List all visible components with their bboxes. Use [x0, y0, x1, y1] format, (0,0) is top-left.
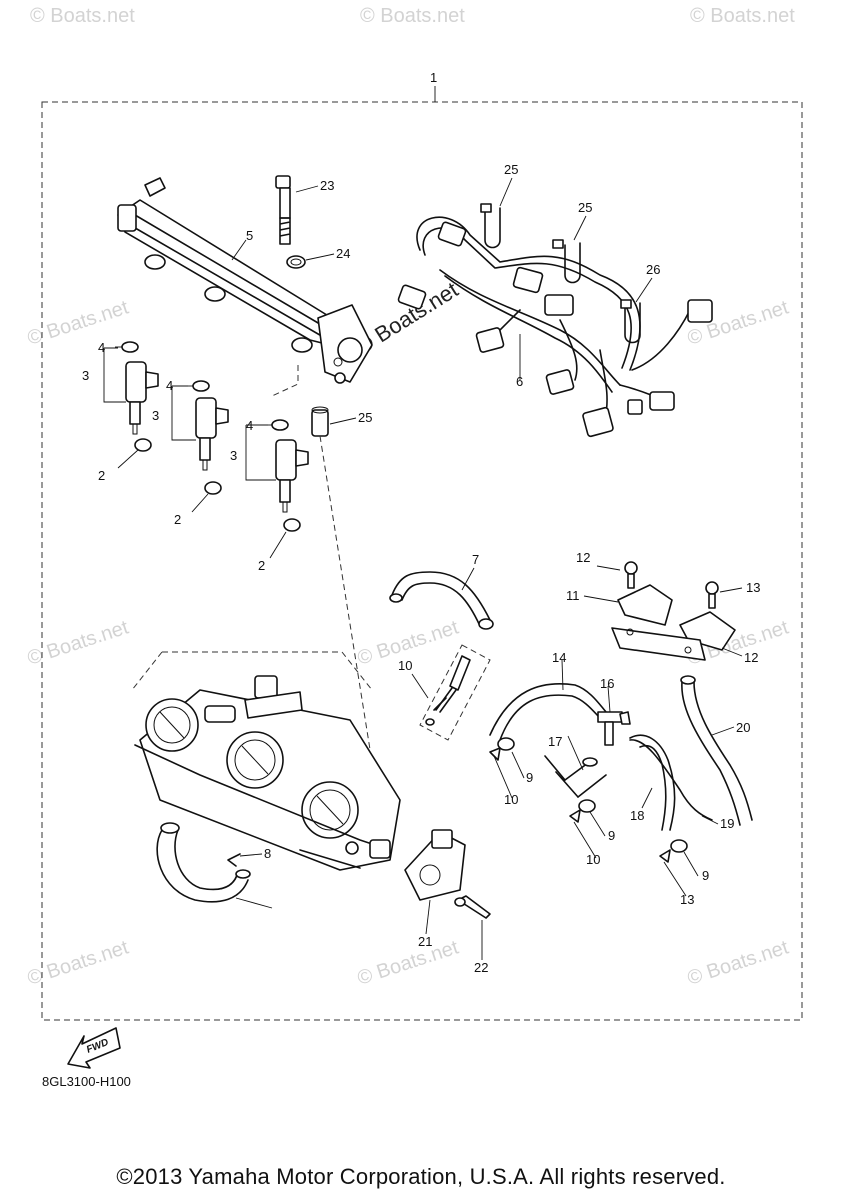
screw-19: [454, 895, 491, 919]
watermark: © Boats.net: [25, 616, 132, 669]
callout-11: 10: [398, 658, 412, 673]
callout-19: 22: [474, 960, 488, 975]
callout-4: 4: [98, 340, 105, 355]
callout-7: 7: [472, 552, 479, 567]
watermark: © Boats.net: [25, 296, 132, 349]
callout-5: 5: [246, 228, 253, 243]
callout-14: 23: [320, 178, 334, 193]
callout-21: 16: [600, 676, 614, 691]
clamps-25: [480, 203, 641, 344]
callout-10: 10: [504, 792, 518, 807]
hose-17: [680, 675, 753, 826]
callout-20: 14: [552, 650, 566, 665]
joint-21: [597, 711, 631, 746]
reference-lines: [131, 365, 373, 763]
wiring-harness: [397, 216, 713, 438]
callout-2: 2: [98, 468, 105, 483]
injector-a: [121, 341, 159, 452]
watermark: © Boats.net: [360, 5, 465, 27]
callout-13: 12: [576, 550, 590, 565]
callout-16: 25: [358, 410, 372, 425]
callout-13: 13: [746, 580, 760, 595]
callout-4: 4: [246, 418, 253, 433]
catalog-code: 8GL3100-H100: [42, 1074, 131, 1089]
callout-6: 6: [516, 374, 523, 389]
callout-15: 24: [336, 246, 350, 261]
callout-10: 13: [680, 892, 694, 907]
fuel-rail: [117, 177, 373, 384]
callout-9: 9: [702, 868, 709, 883]
hose-20: [489, 683, 607, 741]
callout-1: 1: [430, 70, 437, 85]
hose-7: [389, 571, 494, 630]
callout-4: 4: [166, 378, 173, 393]
callout-17: 20: [736, 720, 750, 735]
callout-2: 2: [174, 512, 181, 527]
hose-26: [156, 822, 251, 903]
callout-9: 9: [608, 828, 615, 843]
spacer-16: [311, 406, 329, 437]
washer-15: [286, 255, 306, 269]
watermark: © Boats.net: [30, 5, 135, 27]
callout-3: 3: [82, 368, 89, 383]
bolt-13a: [624, 561, 638, 589]
watermark: © Boats.net: [355, 936, 462, 989]
callout-10: 10: [586, 852, 600, 867]
throttle-body: [134, 675, 401, 871]
bolt-14: [275, 175, 291, 245]
copyright-notice: ©2013 Yamaha Motor Corporation, U.S.A. A…: [116, 1164, 726, 1189]
callout-3: 3: [230, 448, 237, 463]
screw-11: [419, 644, 491, 741]
callout-labels: 1 5 23 24 25 4 4 4 3 3 3 2 2 2 6 25 25 2…: [82, 70, 760, 975]
callout-25: 25: [504, 162, 518, 177]
callout-12: 11: [566, 588, 580, 603]
callout-8: 8: [264, 846, 271, 861]
sensor-18: [404, 829, 466, 901]
leader-lines: [115, 177, 743, 960]
callout-24: 19: [720, 816, 734, 831]
watermark: © Boats.net: [690, 5, 795, 27]
callout-2: 2: [258, 558, 265, 573]
callout-18: 21: [418, 934, 432, 949]
callout-25: 26: [646, 262, 660, 277]
callout-25: 25: [578, 200, 592, 215]
bolt-13b: [705, 581, 719, 609]
fwd-arrow: FWD: [67, 1027, 121, 1069]
callout-brackets: [103, 347, 276, 481]
callout-9: 9: [526, 770, 533, 785]
watermark: © Boats.net: [25, 936, 132, 989]
injector-c: [271, 419, 309, 532]
callout-23: 18: [630, 808, 644, 823]
hose-22: [544, 755, 607, 798]
watermark: © Boats.net: [685, 936, 792, 989]
callout-22: 17: [548, 734, 562, 749]
callout-3: 3: [152, 408, 159, 423]
injector-b: [192, 380, 229, 495]
caps-9: [497, 737, 688, 853]
hose-24: [629, 739, 713, 821]
bracket-12: [611, 584, 736, 661]
assembly-boundary: [41, 101, 803, 1021]
callout-12: 12: [744, 650, 758, 665]
